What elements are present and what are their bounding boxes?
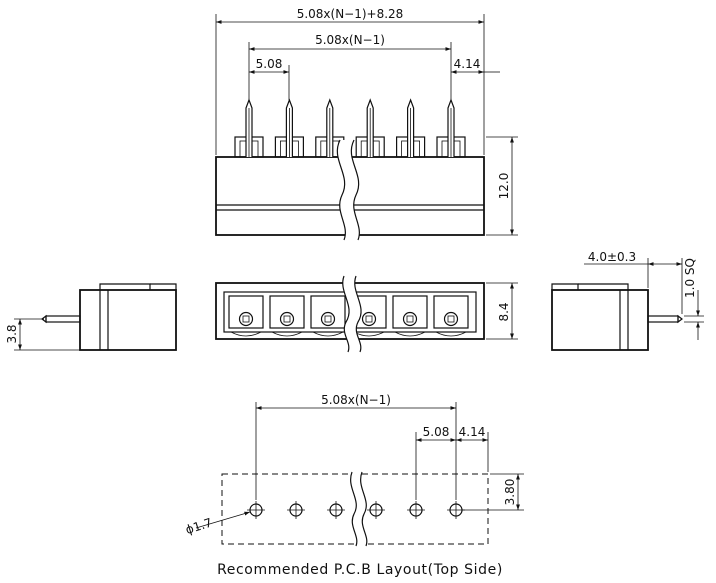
break-line [350, 139, 360, 241]
screw-head [443, 311, 459, 327]
screw-head [361, 311, 377, 327]
side-body-right [551, 289, 649, 351]
screw-head [402, 311, 418, 327]
pin-square [406, 315, 414, 323]
pin-square [447, 315, 455, 323]
dim-front-depth: 8.4 [497, 302, 511, 321]
pin-square [283, 315, 291, 323]
cell-foot [394, 331, 426, 337]
cell-foot [353, 331, 385, 337]
dim-pin-offset: 4.0±0.3 [588, 250, 636, 264]
pin-square [324, 315, 332, 323]
side-body [79, 289, 177, 351]
screw-head [238, 311, 254, 327]
pin-square [365, 315, 373, 323]
cell-foot [230, 331, 262, 337]
cell-foot [312, 331, 344, 337]
front-view: 8.4 [215, 275, 518, 353]
dim-edge-offset: 4.14 [454, 57, 481, 71]
front-cell [228, 295, 264, 329]
dim-side-pin-height: 3.8 [5, 324, 19, 343]
right-side-view: 4.0±0.3 1.0 SQ [551, 250, 704, 351]
dim-pcb-edge: 4.14 [459, 425, 486, 439]
dim-overall-length: 5.08x(N−1)+8.28 [297, 7, 404, 21]
dim-pin-square: 1.0 SQ [683, 258, 697, 298]
dim-hole-diameter: ϕ1.7 [184, 515, 214, 537]
side-pin [45, 315, 81, 323]
dim-pitch-span: 5.08x(N−1) [315, 33, 385, 47]
dim-pcb-pitch: 5.08 [423, 425, 450, 439]
cell-foot [271, 331, 303, 337]
side-pin-right [647, 315, 679, 323]
break-line [336, 139, 346, 241]
front-cell [269, 295, 305, 329]
screw-head [320, 311, 336, 327]
screw-head [279, 311, 295, 327]
front-cells [228, 295, 469, 337]
pin-square [242, 315, 250, 323]
dim-height: 12.0 [497, 173, 511, 200]
pins [245, 98, 455, 157]
front-cell [392, 295, 428, 329]
cell-foot [435, 331, 467, 337]
top-elevation-view: 5.08x(N−1)+8.28 5.08x(N−1) 5.08 4.14 12.… [215, 7, 518, 241]
front-cell [310, 295, 346, 329]
pcb-layout-view: 5.08x(N−1) 5.08 4.14 3.80 ϕ1.7 [184, 393, 524, 547]
dim-pcb-row-offset: 3.80 [503, 479, 517, 506]
front-cell [433, 295, 469, 329]
left-side-view: 3.8 [5, 283, 177, 351]
pcb-layout-caption: Recommended P.C.B Layout(Top Side) [217, 562, 503, 578]
dim-pcb-span: 5.08x(N−1) [321, 393, 391, 407]
dim-pitch: 5.08 [256, 57, 283, 71]
